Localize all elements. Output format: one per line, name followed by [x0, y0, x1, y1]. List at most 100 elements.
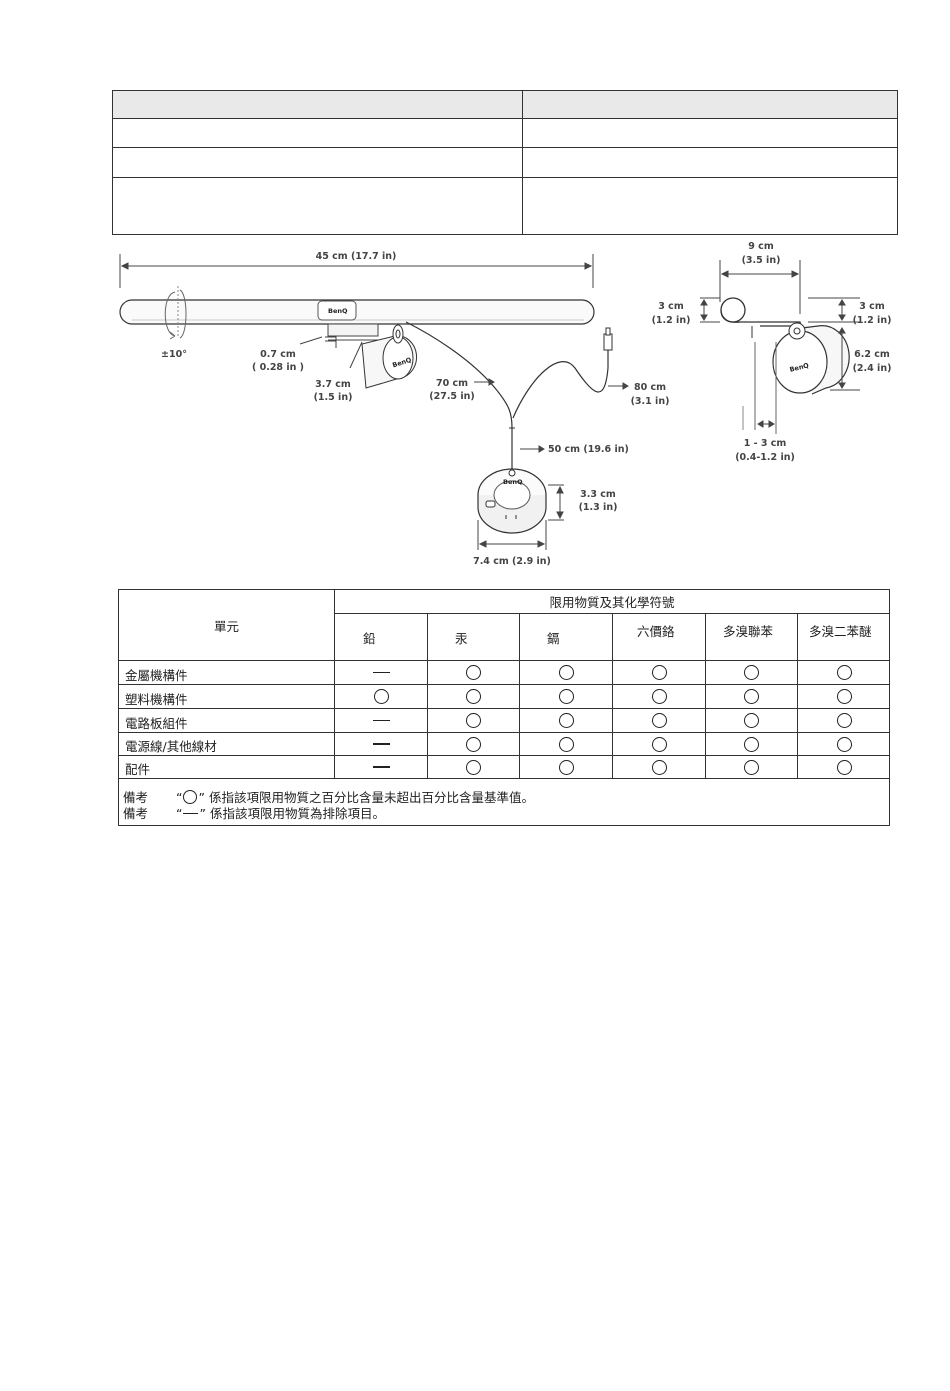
note-open-quote: “: [175, 806, 183, 821]
rotation-label: ±10°: [161, 349, 187, 360]
dash-symbol-icon: [372, 743, 390, 745]
substance-cell: [798, 733, 890, 755]
side-top-right-label-in: (1.2 in): [853, 315, 892, 326]
remote-cable-label: 50 cm (19.6 in): [548, 444, 629, 455]
circle-symbol-icon: [744, 713, 759, 728]
unit-header: 單元: [119, 590, 334, 660]
substance-cell: [613, 661, 705, 684]
side-top-left-label: 3 cm: [658, 301, 684, 312]
dash-symbol-icon: [372, 766, 390, 768]
side-weight-label: 6.2 cm: [854, 349, 890, 360]
circle-symbol-icon: [466, 665, 481, 680]
circle-symbol-icon: [651, 759, 667, 775]
remote-width-label: 7.4 cm (2.9 in): [473, 556, 551, 567]
brand-logo: BenQ: [328, 307, 348, 315]
note-label: 備考: [123, 806, 149, 821]
main-cable-label-in: (27.5 in): [429, 391, 474, 402]
circle-symbol-icon: [558, 759, 574, 775]
substance-cell: [613, 756, 705, 778]
circle-symbol-icon: [744, 759, 759, 775]
substance-cell: [706, 733, 797, 755]
spec-row: [113, 178, 897, 234]
note-text: 係指該項限用物質之百分比含量未超出百分比含量基準值。: [208, 790, 534, 805]
grid-line: [797, 613, 798, 778]
substance-lead: 鉛: [363, 631, 376, 646]
note-label: 備考: [123, 790, 149, 805]
spec-cell: [113, 119, 522, 147]
row-label-accessories: 配件: [125, 762, 151, 777]
circle-symbol-icon: [373, 689, 389, 704]
side-weight-label-in: (2.4 in): [853, 363, 892, 374]
substance-hexavalent-chromium: 六價鉻: [637, 624, 675, 639]
circle-symbol-icon: [558, 665, 574, 680]
cable: [405, 321, 513, 429]
bar-length-label: 45 cm (17.7 in): [316, 251, 397, 262]
substance-cell: [520, 756, 612, 778]
spec-row: [113, 148, 897, 178]
substance-cell: [520, 661, 612, 684]
dash-symbol-icon: [372, 671, 390, 674]
substance-pbde: 多溴二苯醚: [809, 624, 872, 639]
dash-symbol-icon: [372, 719, 390, 722]
substance-cell: [335, 661, 427, 684]
circle-symbol-icon: [466, 759, 481, 775]
row-label-power-cables: 電源線/其他線材: [125, 739, 217, 754]
circle-symbol-icon: [744, 665, 759, 680]
note-line-circle: 備考 “” 係指該項限用物質之百分比含量未超出百分比含量基準值。: [123, 787, 534, 806]
spec-cell: [523, 91, 897, 118]
spec-cell: [113, 178, 522, 234]
substance-cell: [706, 756, 797, 778]
circle-symbol-icon: [466, 713, 481, 728]
circle-symbol-icon: [651, 736, 667, 752]
usb-cable: [512, 348, 609, 419]
grid-line: [119, 660, 889, 661]
circle-symbol-icon: [836, 689, 852, 704]
circle-symbol-icon: [558, 713, 574, 728]
spec-cell: [523, 178, 897, 234]
weight-depth-label-in: (1.5 in): [314, 392, 353, 403]
substance-cell: [335, 709, 427, 732]
side-width-label: 9 cm: [748, 241, 774, 252]
substance-cell: [520, 709, 612, 732]
clip-gap-label: 0.7 cm: [260, 349, 296, 360]
monitor-thickness-label-in: (0.4-1.2 in): [735, 452, 795, 463]
side-top-left-label-in: (1.2 in): [652, 315, 691, 326]
grid-line: [119, 778, 889, 779]
remote-height-label-in: (1.3 in): [579, 502, 618, 513]
substance-pbb: 多溴聯苯: [723, 624, 774, 639]
circle-symbol-icon: [466, 736, 481, 752]
substance-mercury: 汞: [455, 631, 468, 646]
substance-cell: [428, 685, 519, 708]
row-label-circuit-board: 電路板組件: [125, 716, 188, 731]
spec-cell: [113, 91, 522, 118]
side-top-right-label: 3 cm: [859, 301, 885, 312]
row-label-plastic-parts: 塑料機構件: [125, 692, 188, 707]
note-close-quote: ”: [199, 806, 206, 821]
circle-symbol-icon: [558, 736, 574, 752]
circle-symbol-icon: [466, 689, 481, 704]
grid-line: [705, 613, 706, 778]
circle-symbol-icon: [836, 665, 852, 680]
substance-cell: [798, 661, 890, 684]
substance-cell: [428, 709, 519, 732]
product-dimension-diagram: BenQ BenQ BenQ BenQ 45 cm (17.7 in) ±10°…: [119, 241, 892, 567]
circle-symbol-icon: [744, 689, 759, 704]
side-width-label-in: (3.5 in): [742, 255, 781, 266]
spec-cell: [523, 148, 897, 177]
substance-cell: [798, 709, 890, 732]
note-line-dash: 備考 “ ” 係指該項限用物質為排除項目。: [123, 803, 385, 822]
dash-symbol-icon: [183, 812, 199, 814]
grid-line: [119, 708, 889, 709]
clip-gap-label-in: ( 0.28 in ): [252, 362, 304, 373]
circle-symbol-icon: [836, 736, 852, 752]
note-text: 係指該項限用物質為排除項目。: [209, 806, 385, 821]
substance-cell: [613, 685, 705, 708]
remote-height-label: 3.3 cm: [580, 489, 616, 500]
restricted-substances-table: 單元 限用物質及其化學符號 鉛 汞 鎘 六價鉻 多溴聯苯 多溴二苯醚 金屬機構件…: [118, 589, 890, 826]
circle-symbol-icon: [183, 790, 198, 804]
main-cable-label: 70 cm: [436, 378, 468, 389]
substance-cell: [428, 756, 519, 778]
grid-line: [334, 590, 335, 778]
substance-cell: [706, 661, 797, 684]
clamp: [327, 323, 379, 337]
